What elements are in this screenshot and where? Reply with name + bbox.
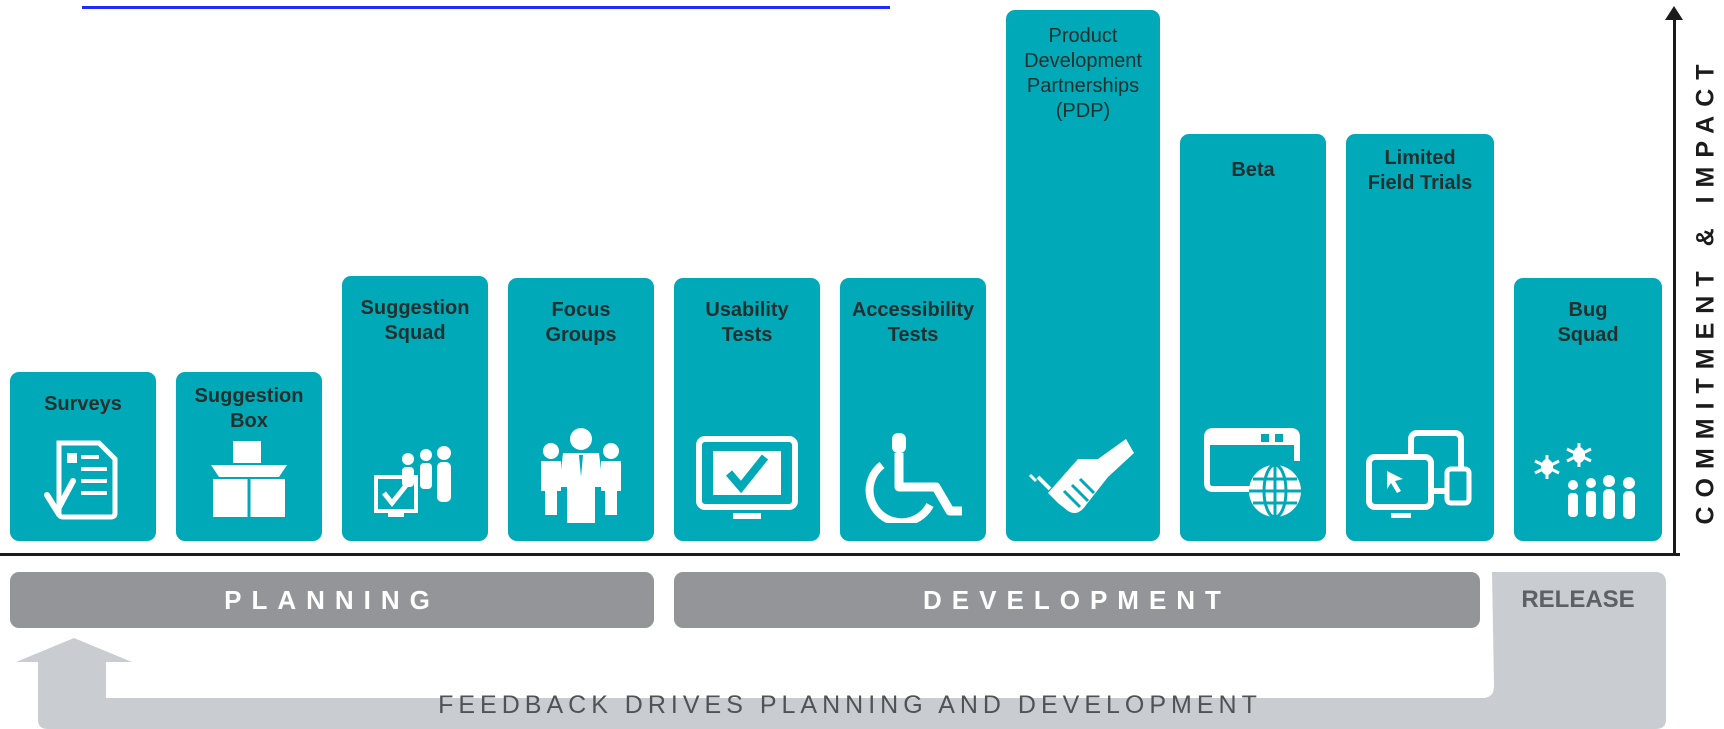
card-bug-squad: Bug Squad <box>1514 278 1662 541</box>
card-pdp: Product Development Partnerships (PDP) <box>1006 10 1160 541</box>
bug-squad-icon <box>1514 443 1662 523</box>
group-people-icon <box>508 427 654 523</box>
axis-line <box>1673 10 1676 556</box>
card-focus-groups: Focus Groups <box>508 278 654 541</box>
card-beta: Beta <box>1180 134 1326 541</box>
card-label: Bug Squad <box>1557 299 1619 346</box>
card-accessibility-tests: Accessibility Tests <box>840 278 986 541</box>
card-limited-field-trials: Limited Field Trials <box>1346 134 1494 541</box>
phase-label: PLANNING <box>224 584 440 615</box>
handshake-icon <box>1006 433 1160 523</box>
arrow-up-icon <box>1665 6 1683 20</box>
card-label: Suggestion Squad <box>360 297 470 344</box>
survey-form-icon <box>10 437 156 523</box>
card-surveys: Surveys <box>10 372 156 541</box>
phase-development: DEVELOPMENT <box>674 572 1480 628</box>
phase-label: RELEASE <box>1521 586 1635 613</box>
card-label: Suggestion Box <box>194 385 304 432</box>
card-usability-tests: Usability Tests <box>674 278 820 541</box>
card-suggestion-squad: Suggestion Squad <box>342 276 488 541</box>
top-link-underline[interactable] <box>82 0 890 9</box>
devices-icon <box>1346 429 1494 523</box>
phase-release: RELEASE <box>1496 572 1660 628</box>
card-suggestion-box: Suggestion Box <box>176 372 322 541</box>
feedback-loop-arrow <box>16 572 1666 729</box>
monitor-check-icon <box>674 435 820 523</box>
card-label: Surveys <box>44 393 122 415</box>
phase-planning: PLANNING <box>10 572 654 628</box>
card-label: Usability Tests <box>705 299 789 346</box>
squad-voting-icon <box>342 443 488 523</box>
card-label: Accessibility Tests <box>851 299 975 346</box>
phase-label: DEVELOPMENT <box>923 584 1231 615</box>
wheelchair-icon <box>840 431 986 523</box>
axis-label: COMMITMENT & IMPACT <box>1691 55 1720 525</box>
baseline <box>0 553 1680 556</box>
card-label: Product Development Partnerships (PDP) <box>1024 25 1142 122</box>
browser-globe-icon <box>1180 427 1326 523</box>
card-label: Focus Groups <box>545 299 617 346</box>
suggestion-box-icon <box>176 439 322 523</box>
card-label: Beta <box>1231 159 1275 181</box>
card-label: Limited Field Trials <box>1367 147 1473 194</box>
feedback-label: FEEDBACK DRIVES PLANNING AND DEVELOPMENT <box>438 691 1262 719</box>
